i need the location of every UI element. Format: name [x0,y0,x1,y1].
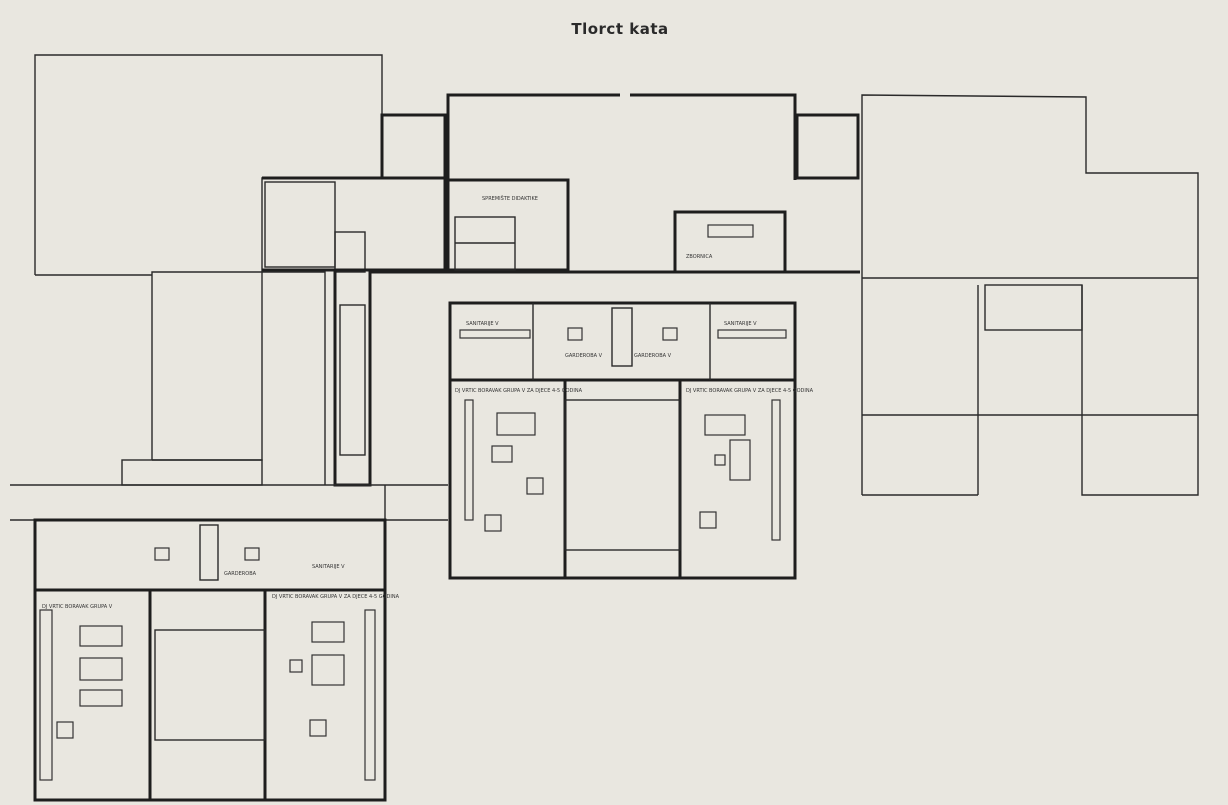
label-staff-room: ZBORNICA [686,254,713,260]
middle-top-block: SPREMIŠTE DIDAKTIKE ZBORNICA [370,93,860,274]
label-sanitary-right: SANITARIJE V [724,321,757,327]
label-wardrobe-right: GARDEROBA V [634,353,672,359]
stairs-left [121,459,263,486]
right-block [861,94,1199,496]
label-group-room-left: DJ VRTIC BORAVAK GRUPA V ZA DJECE 4-5 GO… [455,388,583,394]
label-group-room-right: DJ VRTIC BORAVAK GRUPA V ZA DJECE 4-5 GO… [686,388,814,394]
label-lower-group-left: DJ VRTIC BORAVAK GRUPA V [42,604,113,610]
lower-left-wing: SANITARIJE V GARDEROBA DJ VRTIC BORAVAK … [33,518,400,802]
label-storage: SPREMIŠTE DIDAKTIKE [482,195,538,202]
conference-table [707,224,754,238]
central-wing: SANITARIJE V SANITARIJE V GARDEROBA V GA… [448,301,814,580]
furniture-right-room [699,399,781,541]
furniture-lower-left-room [39,609,123,781]
furniture-left-room [464,399,544,532]
corridor [10,484,448,521]
label-lower-group-right: DJ VRTIC BORAVAK GRUPA V ZA DJECE 4-5 GO… [272,594,400,600]
plan-title: Tlorct kata [571,20,669,38]
furniture-lower-right-room [289,609,376,781]
top-left-block [34,54,447,487]
label-lower-wardrobe: GARDEROBA [224,571,257,577]
label-wardrobe-left: GARDEROBA V [565,353,603,359]
label-lower-sanitary: SANITARIJE V [312,564,345,570]
label-sanitary-left: SANITARIJE V [466,321,499,327]
stairs-middle [454,216,516,271]
